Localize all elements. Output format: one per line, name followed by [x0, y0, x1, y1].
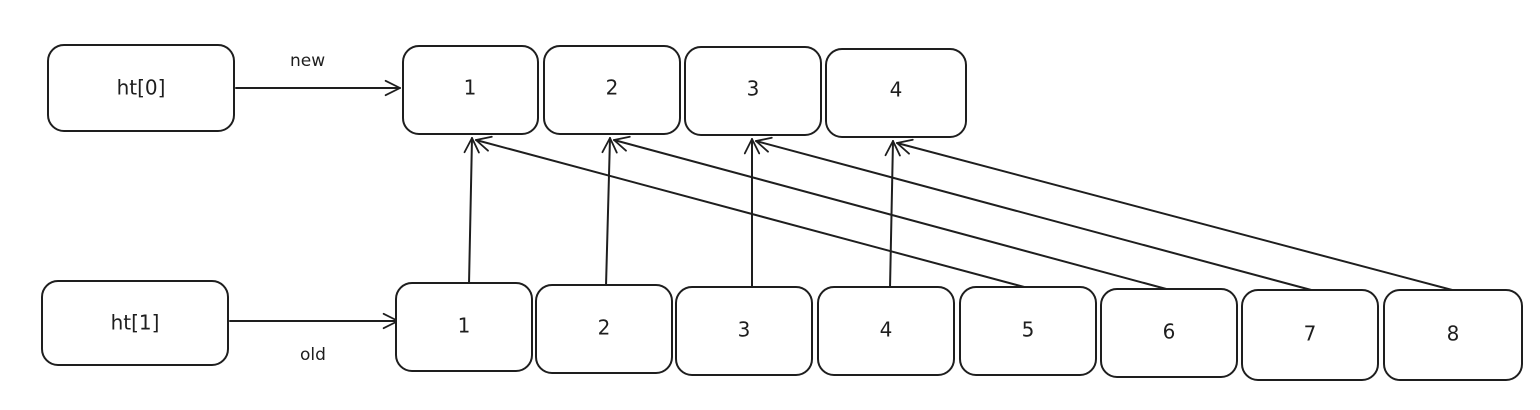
old-edge-label: old: [300, 345, 326, 365]
rehash-arrow-6-to-2: [613, 135, 1171, 291]
new-bucket-label: 3: [747, 77, 760, 101]
old-bucket-box: [535, 284, 673, 374]
old-bucket-row: 1 2 3 4 5 6 7 8: [395, 282, 1523, 381]
rehash-arrows: [463, 135, 1457, 292]
old-bucket-box: [817, 286, 955, 376]
new-table-pointer-label: ht[0]: [117, 76, 166, 100]
new-table-pointer: ht[0]: [47, 44, 235, 132]
old-bucket-box: [395, 282, 533, 372]
old-bucket-box: [675, 286, 813, 376]
new-table-pointer-box: [47, 44, 235, 132]
new-bucket-label: 4: [890, 78, 903, 102]
new-bucket-label: 2: [606, 76, 619, 100]
old-table-pointer: ht[1]: [41, 280, 229, 366]
rehash-arrow-1-to-1: [463, 137, 480, 285]
new-bucket-box: [825, 48, 967, 138]
new-bucket-box: [543, 45, 681, 135]
rehash-arrow-2-to-2: [601, 137, 618, 287]
old-bucket-box: [1100, 288, 1238, 378]
old-bucket-label: 8: [1447, 322, 1460, 346]
old-bucket-label: 6: [1163, 320, 1176, 344]
old-bucket-box: [959, 286, 1097, 376]
old-bucket-box: [1383, 289, 1523, 381]
old-bucket-label: 4: [880, 318, 893, 342]
old-bucket-label: 7: [1304, 322, 1317, 346]
old-table-pointer-box: [41, 280, 229, 366]
new-bucket-row: 1 2 3 4: [402, 45, 967, 138]
old-bucket-label: 2: [598, 316, 611, 340]
old-bucket-label: 1: [458, 314, 471, 338]
rehash-arrow-8-to-4: [896, 138, 1457, 292]
new-bucket-box: [684, 46, 822, 136]
new-bucket-label: 1: [464, 76, 477, 100]
new-edge-label: new: [290, 51, 325, 71]
old-bucket-label: 3: [738, 318, 751, 342]
rehash-arrow-5-to-1: [475, 135, 1029, 289]
new-bucket-box: [402, 45, 539, 135]
old-table-pointer-label: ht[1]: [111, 311, 160, 335]
old-bucket-label: 5: [1022, 318, 1035, 342]
old-bucket-box: [1241, 289, 1379, 381]
rehash-arrow-7-to-3: [755, 136, 1316, 292]
